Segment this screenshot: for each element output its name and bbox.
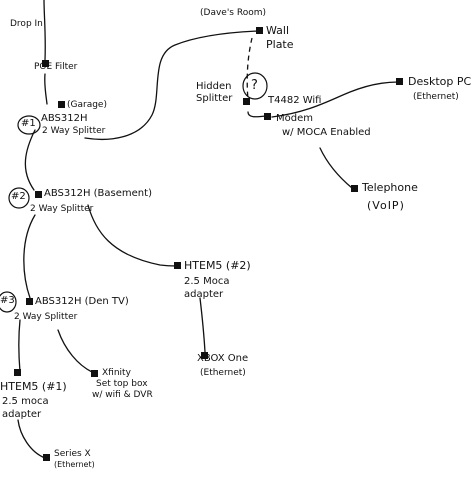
node-wall-plate <box>256 27 263 34</box>
label-splitter3-type: 2 Way Splitter <box>14 312 78 322</box>
label-splitter3-number: #3 <box>0 295 15 306</box>
label-xbox-1: XBOX One <box>197 353 249 364</box>
label-xfinity-3: w/ wifi & DVR <box>92 390 153 400</box>
line-splitter3-to-htem1 <box>18 319 21 373</box>
line-splitter1-to-splitter2 <box>24 129 36 191</box>
label-desktop-2: (Ethernet) <box>413 92 459 102</box>
label-xbox-2: (Ethernet) <box>200 368 246 378</box>
circle-splitter1-number <box>17 115 41 135</box>
label-desktop-1: Desktop PC <box>408 75 472 88</box>
label-seriesx-1: Series X <box>54 449 91 459</box>
node-desktop-pc <box>396 78 403 85</box>
line-poe-to-splitter1 <box>44 73 48 105</box>
node-splitter2 <box>35 191 42 198</box>
label-daves-room: (Dave's Room) <box>200 8 266 18</box>
line-modem-to-desktop <box>271 81 399 118</box>
label-htem2-3: adapter <box>184 289 224 300</box>
node-seriesx <box>43 454 50 461</box>
line-htem1-to-seriesx <box>17 419 46 459</box>
label-hidden-1: Hidden <box>196 81 232 92</box>
node-telephone <box>351 185 358 192</box>
label-modem-1: T4482 Wifi <box>268 95 322 106</box>
node-xfinity <box>91 370 98 377</box>
line-hidden-to-modem <box>247 111 267 118</box>
line-modem-to-telephone <box>319 147 353 189</box>
node-htem1 <box>14 369 21 376</box>
circle-splitter2-number <box>8 187 30 209</box>
label-wall-plate-1: Wall <box>266 24 290 37</box>
label-splitter2-model: ABS312H (Basement) <box>44 188 152 199</box>
line-splitter2-to-htem2 <box>87 204 177 267</box>
label-telephone-2: (VoIP) <box>367 199 405 212</box>
label-telephone-1: Telephone <box>362 181 418 194</box>
node-htem2 <box>174 262 181 269</box>
node-xbox <box>201 352 208 359</box>
label-htem2-1: HTEM5 (#2) <box>184 259 251 272</box>
label-htem2-2: 2.5 Moca <box>184 276 230 287</box>
node-poe-filter <box>42 60 49 67</box>
label-drop-in: Drop In <box>10 19 43 29</box>
label-htem1-1: HTEM5 (#1) <box>0 380 67 393</box>
line-splitter1-to-wallplate <box>84 30 259 141</box>
label-modem-3: w/ MOCA Enabled <box>282 127 371 138</box>
label-splitter1-model: ABS312H <box>41 113 88 124</box>
label-garage: (Garage) <box>67 100 107 110</box>
line-htem2-to-xbox <box>199 297 206 353</box>
label-splitter2-type: 2 Way Splitter <box>30 204 94 214</box>
label-wall-plate-2: Plate <box>266 38 294 51</box>
label-splitter3-model: ABS312H (Den TV) <box>35 296 129 307</box>
label-hidden-question: ? <box>251 78 258 93</box>
label-modem-2: Modem <box>276 113 313 124</box>
label-poe-filter: POE Filter <box>34 62 78 72</box>
line-splitter2-to-splitter3 <box>23 214 36 299</box>
label-splitter1-number: #1 <box>21 118 36 129</box>
label-hidden-2: Splitter <box>196 93 233 104</box>
node-splitter3 <box>26 298 33 305</box>
label-xfinity-2: Set top box <box>96 379 148 389</box>
label-seriesx-2: (Ethernet) <box>54 460 95 469</box>
label-htem1-3: adapter <box>2 409 42 420</box>
circle-splitter3-number <box>0 291 17 313</box>
line-drop-to-poe <box>43 0 46 61</box>
node-splitter1 <box>58 101 65 108</box>
label-xfinity-1: Xfinity <box>102 368 131 378</box>
label-splitter1-type: 2 Way Splitter <box>42 126 106 136</box>
circle-hidden-question <box>242 72 268 100</box>
label-htem1-2: 2.5 moca <box>2 396 49 407</box>
line-wallplate-to-hidden-dashed <box>246 37 253 101</box>
label-splitter2-number: #2 <box>11 191 26 202</box>
node-modem <box>264 113 271 120</box>
line-splitter3-to-xfinity <box>57 329 93 373</box>
node-hidden-splitter <box>243 98 250 105</box>
